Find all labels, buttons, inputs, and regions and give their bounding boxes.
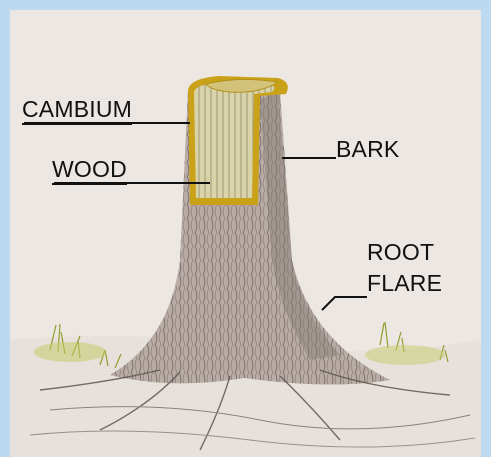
root-flare-label-line1: ROOT bbox=[367, 241, 434, 264]
root-flare-label-line2: FLARE bbox=[367, 272, 442, 295]
cambium-label: CAMBIUM bbox=[22, 98, 132, 125]
stump-drawing bbox=[10, 10, 481, 457]
bark-label: BARK bbox=[336, 138, 399, 161]
root-flare-leader bbox=[322, 297, 367, 310]
stump-illustration: CAMBIUM WOOD BARK ROOT FLARE bbox=[10, 10, 481, 457]
wood-label: WOOD bbox=[52, 158, 127, 185]
